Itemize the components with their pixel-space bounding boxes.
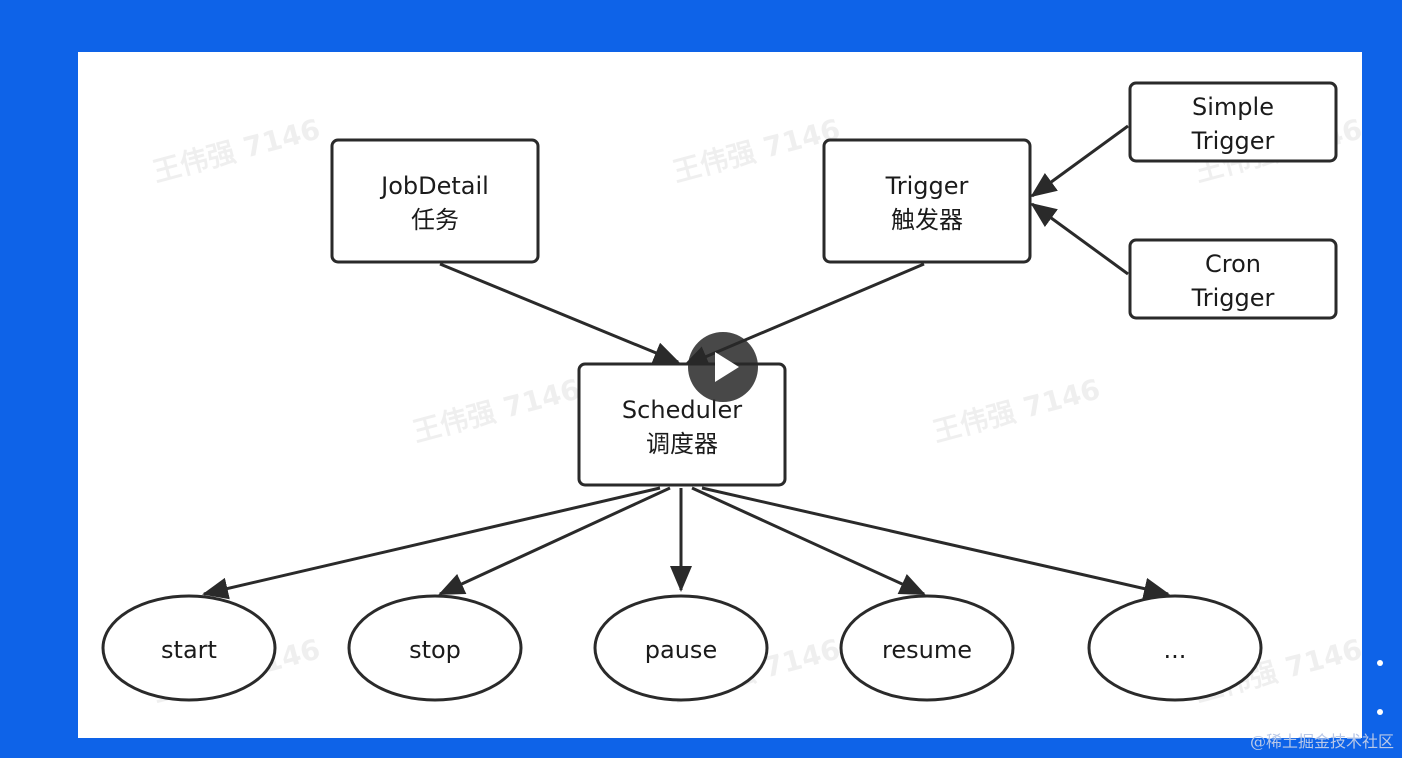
node-more-label: ... (1164, 636, 1187, 664)
node-scheduler-subtitle: 调度器 (646, 430, 718, 458)
source-watermark: @稀土掘金技术社区 (1249, 732, 1394, 751)
edge-simple-trigger-to-trigger (1030, 124, 1129, 198)
watermark-text: 王伟强 7146 (929, 372, 1103, 448)
edge-jobdetail-to-scheduler (439, 262, 680, 364)
node-pause: pause (593, 594, 769, 702)
node-start-label: start (161, 636, 217, 664)
node-pause-label: pause (645, 636, 717, 664)
node-cron-trigger-line1: Cron (1205, 250, 1261, 278)
node-cron-trigger: Cron Trigger (1128, 238, 1338, 320)
side-dot (1377, 660, 1383, 666)
diagram-canvas: 王伟强 7146 王伟强 7146 王伟强 7146 王伟强 7146 王伟强 … (78, 52, 1362, 738)
node-simple-trigger-line2: Trigger (1191, 127, 1275, 155)
node-cron-trigger-line2: Trigger (1191, 284, 1275, 312)
watermark-text: 王伟强 7146 (669, 112, 843, 188)
node-resume-label: resume (882, 636, 972, 664)
node-jobdetail-subtitle: 任务 (411, 206, 459, 234)
node-jobdetail-title: JobDetail (379, 172, 489, 200)
play-icon (715, 352, 739, 382)
edge-scheduler-to-stop (438, 486, 671, 596)
scheduler-diagram: 王伟强 7146 王伟强 7146 王伟强 7146 王伟强 7146 王伟强 … (101, 81, 1362, 709)
edge-scheduler-to-start (202, 486, 661, 600)
node-start: start (101, 594, 277, 702)
node-simple-trigger-line1: Simple (1192, 93, 1274, 121)
edge-scheduler-to-more (701, 486, 1170, 600)
node-resume: resume (839, 594, 1015, 702)
node-stop: stop (347, 594, 523, 702)
node-stop-label: stop (409, 636, 461, 664)
node-simple-trigger: Simple Trigger (1128, 81, 1338, 163)
edge-scheduler-to-resume (691, 486, 926, 596)
node-jobdetail: JobDetail 任务 (330, 138, 540, 264)
watermark-text: 王伟强 7146 (409, 372, 583, 448)
node-trigger: Trigger 触发器 (822, 138, 1032, 264)
node-more: ... (1087, 594, 1263, 702)
node-trigger-title: Trigger (885, 172, 969, 200)
play-button[interactable] (688, 332, 758, 402)
watermark-text: 王伟强 7146 (149, 112, 323, 188)
node-trigger-subtitle: 触发器 (891, 206, 963, 234)
side-dot (1377, 709, 1383, 715)
edge-cron-trigger-to-trigger (1030, 202, 1129, 276)
